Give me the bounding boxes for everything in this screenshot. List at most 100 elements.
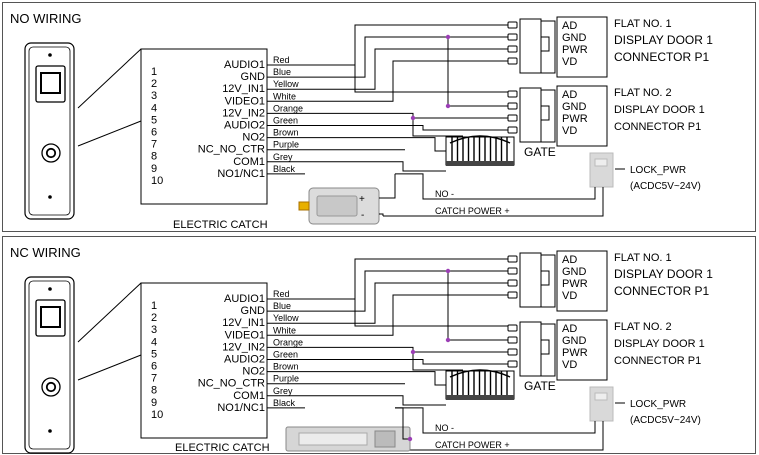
lock-power-supply xyxy=(589,386,614,422)
connector-pin xyxy=(507,291,518,299)
section-title: NO WIRING xyxy=(10,11,82,26)
junction-dot xyxy=(445,268,451,274)
wire-color-label: Black xyxy=(273,164,296,174)
wire xyxy=(305,137,446,152)
catch-keeper xyxy=(374,430,396,448)
display-name-label: DISPLAY DOOR 1 xyxy=(614,267,713,281)
terminal-number: 5 xyxy=(151,114,157,126)
display-connector xyxy=(507,255,518,299)
section-title: NC WIRING xyxy=(10,245,81,260)
gate-icon xyxy=(445,369,515,400)
connector-pin xyxy=(507,45,518,53)
wire xyxy=(447,37,508,107)
connector-latch xyxy=(541,20,556,74)
wire xyxy=(395,407,410,440)
leader-line xyxy=(77,120,142,147)
connector-pin-label: PWR xyxy=(562,44,588,56)
display-connector-label: CONNECTOR P1 xyxy=(614,284,709,298)
lock-power-note: NO - xyxy=(435,423,454,433)
connector-box xyxy=(556,85,608,147)
lock-power-spec: (ACDC5V~24V) xyxy=(630,415,701,426)
door-station-screw xyxy=(48,287,52,291)
terminal-label: AUDIO1 xyxy=(224,293,265,305)
wire-color-label: White xyxy=(273,91,296,101)
wire-color-label: Grey xyxy=(273,152,293,162)
lock-power-note: NO - xyxy=(435,189,454,199)
wire-color-label: Yellow xyxy=(273,79,299,89)
display-name-label: DISPLAY DOOR 1 xyxy=(614,104,705,116)
terminal-label: NO1/NC1 xyxy=(217,402,265,414)
wire xyxy=(305,294,508,336)
connector-pin-label: AD xyxy=(562,89,577,101)
wire xyxy=(447,271,508,341)
terminal-number: 8 xyxy=(151,385,157,397)
wire-color-label: Blue xyxy=(273,67,291,77)
call-button xyxy=(41,377,61,397)
connector-pin-label: VD xyxy=(562,125,577,137)
wire xyxy=(383,421,604,451)
psu-plug xyxy=(594,392,608,401)
wire xyxy=(305,395,446,406)
terminal-number: 7 xyxy=(151,373,157,385)
gate-label: GATE xyxy=(524,145,556,159)
wire-color-label: Green xyxy=(273,350,298,360)
connector-tab xyxy=(540,270,550,286)
connector-pin-label: VD xyxy=(562,359,577,371)
wire xyxy=(305,270,508,312)
connector-pin-label: PWR xyxy=(562,278,588,290)
junction-dot xyxy=(445,34,451,40)
terminal-number: 7 xyxy=(151,139,157,151)
display-flat-label: FLAT NO. 1 xyxy=(614,18,672,30)
terminal-number: 3 xyxy=(151,324,157,336)
leader-line xyxy=(77,48,142,109)
terminal-number: 2 xyxy=(151,78,157,90)
display-connector-label: CONNECTOR P1 xyxy=(614,355,701,367)
call-button-center xyxy=(45,147,57,159)
gate-icon xyxy=(445,135,515,166)
connector-pin xyxy=(507,336,518,344)
wire xyxy=(305,371,446,386)
door-station-frame xyxy=(28,280,71,450)
terminal-label: NO2 xyxy=(242,132,265,144)
connector-pin-label: GND xyxy=(562,266,587,278)
terminal-label: 12V_IN1 xyxy=(222,317,265,329)
terminal-number: 6 xyxy=(151,127,157,139)
connector-pin xyxy=(507,360,518,368)
wire xyxy=(305,60,508,102)
wire-color-label: Blue xyxy=(273,301,291,311)
terminal-number: 1 xyxy=(151,66,157,78)
terminal-number: 3 xyxy=(151,90,157,102)
camera-lens-frame xyxy=(40,306,61,328)
terminal-label: VIDEO1 xyxy=(225,95,265,107)
connector-pin xyxy=(507,279,518,287)
connector-pin xyxy=(507,324,518,332)
lock-power-spec: (ACDC5V~24V) xyxy=(630,181,701,192)
terminal-number: 1 xyxy=(151,300,157,312)
connector-pin-label: VD xyxy=(562,56,577,68)
gate-arch xyxy=(449,369,511,378)
wire xyxy=(412,118,463,137)
connector-latch xyxy=(541,254,556,308)
door-station-screw xyxy=(48,429,52,433)
terminal-number: 6 xyxy=(151,361,157,373)
wire xyxy=(395,173,596,200)
wire-color-label: Black xyxy=(273,398,296,408)
wire xyxy=(395,407,596,434)
terminal-number: 10 xyxy=(151,175,163,187)
gate-arch xyxy=(449,135,511,144)
junction-dot xyxy=(445,103,451,109)
wire-color-label: Grey xyxy=(273,386,293,396)
display-flat-label: FLAT NO. 1 xyxy=(614,252,672,264)
catch-plus-sign: + xyxy=(359,194,365,205)
wire xyxy=(305,48,508,90)
connector-pin-label: VD xyxy=(562,290,577,302)
terminal-number: 4 xyxy=(151,102,157,114)
terminal-label: NC_NO_CTR xyxy=(198,378,265,390)
catch-power-note: CATCH POWER + xyxy=(435,440,510,450)
wire xyxy=(305,346,508,353)
connector-pin-label: GND xyxy=(562,32,587,44)
terminal-label: AUDIO1 xyxy=(224,59,265,71)
catch-plate xyxy=(316,195,358,217)
